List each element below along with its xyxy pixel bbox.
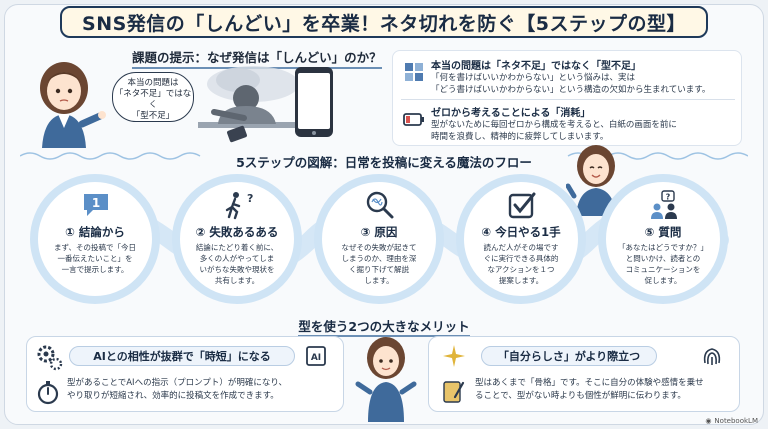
gears-icon [37,345,63,371]
text-line: します。 [364,276,394,285]
fingerprint-icon [703,348,721,365]
bubble-line: 「ネタ不足」ではなく [114,89,192,110]
merit-heading: 型を使う2つの大きなメリット [298,319,470,337]
text-line: しまうのか、理由を深 [341,254,417,263]
divider [401,99,735,100]
running-person-question-icon: ? [225,192,253,220]
text-line: コミュニケーションを [625,265,701,274]
step-card: ④ 今日やる1手 読んだ人がその場です ぐに実行できる具体的 なアクションを１つ… [456,174,586,304]
bubble-line: 「型不足」 [131,111,175,121]
page-title: SNS発信の「しんどい」を卒業！ネタ切れを防ぐ【5ステップの型】 [60,6,708,38]
text-line: く掘り下げて解説 [349,265,409,274]
text-line: ぐに実行できる具体的 [483,254,559,263]
problem-item-title: ゼロから考えることによる「消耗」 [431,108,591,119]
merit-body: 型はあくまで「骨格」です。そこに自分の体験や感情を乗せ ることで、型がない時より… [475,377,704,403]
text-line: 提案します。 [498,276,544,285]
text-line: 「何を書けばいいかわからない」という悩みは、実は [431,73,636,83]
step-title: ④ 今日やる1手 [481,225,561,239]
step-card: ? ⑤ 質問 「あなたはどうですか？」 と問いかけ、読者との コミュニケーション… [598,174,728,304]
step-title: ⑤ 質問 [644,225,682,239]
stopwatch-icon [37,381,59,405]
text-line: いがちな失敗や現状を [199,265,275,274]
text-line: 一番伝えたいこと」を [57,254,133,263]
step-title: ③ 原因 [360,225,398,239]
step-body: まず、その投稿で「今日 一番伝えたいこと」を 一言で提示します。 [44,242,146,275]
text-line: 結論にたどり着く前に、 [195,243,279,252]
text-line: やり取りが短縮され、効率的に投稿文を作成できます。 [67,391,279,401]
magnifier-tangle-icon [366,191,394,219]
brand-label: NotebookLM [714,417,758,425]
text-line: なアクションを１つ [487,265,555,274]
text-line: 時間を浪費し、精神的に疲弊してしまいます。 [431,132,609,142]
step-body: 結論にたどり着く前に、 多くの人がやってしま いがちな失敗や現状を 共有します。 [186,242,288,286]
woman-smiling-illustration [566,145,616,216]
text-line: ることで、型がない時よりも個性が鮮明に伝わります。 [475,391,686,401]
merit-title: 「自分らしさ」がより際立つ [481,346,657,366]
step-card: 1 ① 結論から まず、その投稿で「今日 一番伝えたいこと」を 一言で提示します… [30,174,160,304]
speech-number-icon: 1 [84,194,108,216]
merit-heading-wrap: 型を使う2つの大きなメリット [0,316,768,337]
text-line: 「どう書けばいいかわからない」という構造の欠如から生まれています。 [431,85,711,95]
ai-chip-icon: AI [306,346,326,366]
ai-chip-label: AI [311,353,321,363]
sparkle-icon [443,345,465,367]
text-line: 促します。 [644,276,682,285]
notebooklm-badge: ◉ NotebookLM [705,417,758,425]
text-line: 一言で提示します。 [61,265,129,274]
step-icon-number: 1 [92,196,100,210]
svg-text:?: ? [247,192,253,205]
notebooklm-logo-icon: ◉ [705,417,712,425]
step-title: ① 結論から [65,225,125,239]
step-body: なぜその失敗が起きて しまうのか、理由を深 く掘り下げて解説 します。 [328,242,430,286]
woman-welcoming-illustration [355,337,417,422]
merit-card: 「自分らしさ」がより際立つ 型はあくまで「骨格」です。そこに自分の体験や感情を乗… [428,336,740,412]
notebook-pen-icon [443,381,465,403]
merit-body: 型があることでAIへの指示（プロンプト）が明確になり、 やり取りが短縮され、効率… [67,377,287,403]
smartphone-illustration [295,67,333,137]
step-body: 読んだ人がその場です ぐに実行できる具体的 なアクションを１つ 提案します。 [470,242,572,286]
checkbox-icon [508,192,536,219]
text-line: 多くの人がやってしま [199,254,275,263]
svg-text:?: ? [666,193,671,202]
merit-card: AIとの相性が抜群で「時短」になる AI 型があることでAIへの指示（プロンプト… [26,336,344,412]
step-card: ? ② 失敗あるある 結論にたどり着く前に、 多くの人がやってしま いがちな失敗… [172,174,302,304]
merit-title: AIとの相性が抜群で「時短」になる [69,346,295,366]
woman-pointing-illustration [40,62,106,148]
text-line: 「あなたはどうですか？」 [618,243,708,252]
puzzle-icon [405,63,423,81]
step-title: ② 失敗あるある [195,225,279,239]
text-line: なぜその失敗が起きて [341,243,417,252]
problem-item-title: 本当の問題は「ネタ不足」ではなく「型不足」 [431,61,641,72]
step-card: ③ 原因 なぜその失敗が起きて しまうのか、理由を深 く掘り下げて解説 します。 [314,174,444,304]
text-line: と問いかけ、読者との [625,254,701,263]
text-line: 型はあくまで「骨格」です。そこに自分の体験や感情を乗せ [475,378,704,388]
people-question-icon: ? [651,190,677,219]
problem-item-text: 「何を書けばいいかわからない」という悩みは、実は 「どう書けばいいかわからない」… [431,72,731,96]
text-line: 共有します。 [214,276,260,285]
text-line: まず、その投稿で「今日 [54,243,136,252]
speech-bubble: 本当の問題は 「ネタ不足」ではなく 「型不足」 [112,72,194,122]
text-line: 型がないために毎回ゼロから構成を考えると、白紙の画面を前に [431,120,677,130]
bubble-line: 本当の問題は [127,78,179,88]
step-body: 「あなたはどうですか？」 と問いかけ、読者との コミュニケーションを 促します。 [612,242,714,286]
text-line: 読んだ人がその場です [483,243,559,252]
text-line: 型があることでAIへの指示（プロンプト）が明確になり、 [67,378,287,388]
battery-low-icon [403,113,424,126]
tired-person-desk-illustration [198,66,318,143]
problem-info-panel: 本当の問題は「ネタ不足」ではなく「型不足」 「何を書けばいいかわからない」という… [392,50,742,146]
flow-heading: 5ステップの図解：日常を投稿に変える魔法のフロー [236,155,532,170]
problem-item-text: 型がないために毎回ゼロから構成を考えると、白紙の画面を前に 時間を浪費し、精神的… [431,119,731,143]
